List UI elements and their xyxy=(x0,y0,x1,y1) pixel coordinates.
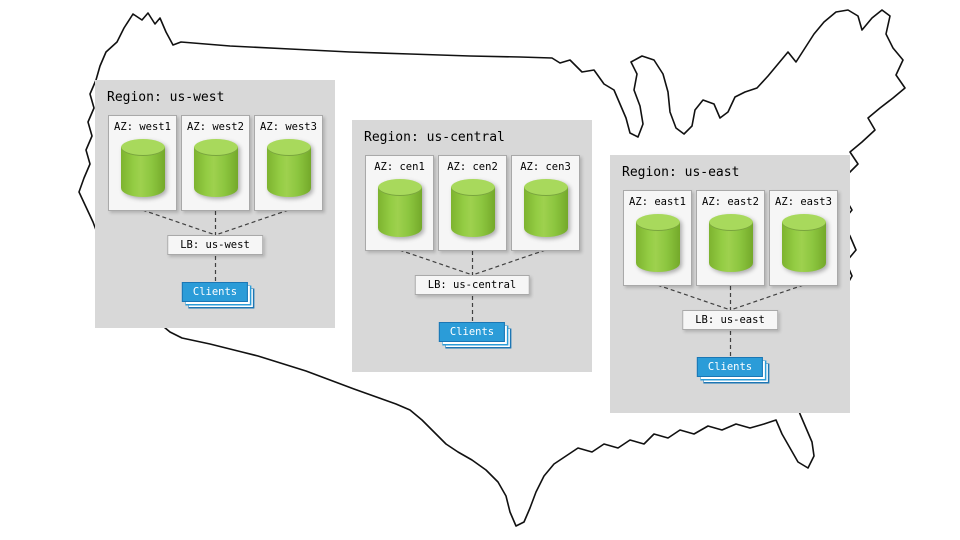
clients-box: Clients xyxy=(696,357,764,377)
region-title: Region: us-east xyxy=(622,165,740,180)
az-label: AZ: east2 xyxy=(702,196,759,208)
database-cylinder-icon xyxy=(193,139,238,197)
cylinder-top xyxy=(193,139,238,156)
connector-lines xyxy=(657,284,804,357)
clients-box: Clients xyxy=(438,322,506,342)
cylinder-top xyxy=(635,214,680,231)
region-title: Region: us-central xyxy=(364,130,505,145)
cylinder-top xyxy=(708,214,753,231)
connector-lines xyxy=(142,209,289,282)
region-card-us-east: Region: us-east AZ: east1 AZ: east2 AZ: … xyxy=(610,155,850,413)
cylinder-top xyxy=(120,139,165,156)
cylinder-top xyxy=(266,139,311,156)
az-label: AZ: cen1 xyxy=(374,161,425,173)
load-balancer-box: LB: us-east xyxy=(682,310,778,330)
az-box: AZ: west1 xyxy=(108,115,177,211)
az-label: AZ: cen2 xyxy=(447,161,498,173)
database-cylinder-icon xyxy=(708,214,753,272)
load-balancer-box: LB: us-west xyxy=(167,235,263,255)
cylinder-top xyxy=(523,179,568,196)
az-box: AZ: east2 xyxy=(696,190,765,286)
az-box: AZ: cen1 xyxy=(365,155,434,251)
az-label: AZ: east3 xyxy=(775,196,832,208)
az-box: AZ: west3 xyxy=(254,115,323,211)
connector-lines xyxy=(399,249,546,322)
cylinder-top xyxy=(781,214,826,231)
database-cylinder-icon xyxy=(635,214,680,272)
az-box: AZ: west2 xyxy=(181,115,250,211)
region-title: Region: us-west xyxy=(107,90,225,105)
cylinder-top xyxy=(450,179,495,196)
az-box: AZ: east3 xyxy=(769,190,838,286)
az-label: AZ: east1 xyxy=(629,196,686,208)
az-box: AZ: east1 xyxy=(623,190,692,286)
region-card-us-west: Region: us-west AZ: west1 AZ: west2 AZ: … xyxy=(95,80,335,328)
az-label: AZ: west2 xyxy=(187,121,244,133)
az-label: AZ: west1 xyxy=(114,121,171,133)
database-cylinder-icon xyxy=(266,139,311,197)
database-cylinder-icon xyxy=(450,179,495,237)
clients-box: Clients xyxy=(181,282,249,302)
az-label: AZ: cen3 xyxy=(520,161,571,173)
region-card-us-central: Region: us-central AZ: cen1 AZ: cen2 AZ:… xyxy=(352,120,592,372)
database-cylinder-icon xyxy=(523,179,568,237)
load-balancer-box: LB: us-central xyxy=(414,275,530,295)
az-box: AZ: cen2 xyxy=(438,155,507,251)
az-label: AZ: west3 xyxy=(260,121,317,133)
cylinder-top xyxy=(377,179,422,196)
database-cylinder-icon xyxy=(120,139,165,197)
az-box: AZ: cen3 xyxy=(511,155,580,251)
database-cylinder-icon xyxy=(377,179,422,237)
database-cylinder-icon xyxy=(781,214,826,272)
